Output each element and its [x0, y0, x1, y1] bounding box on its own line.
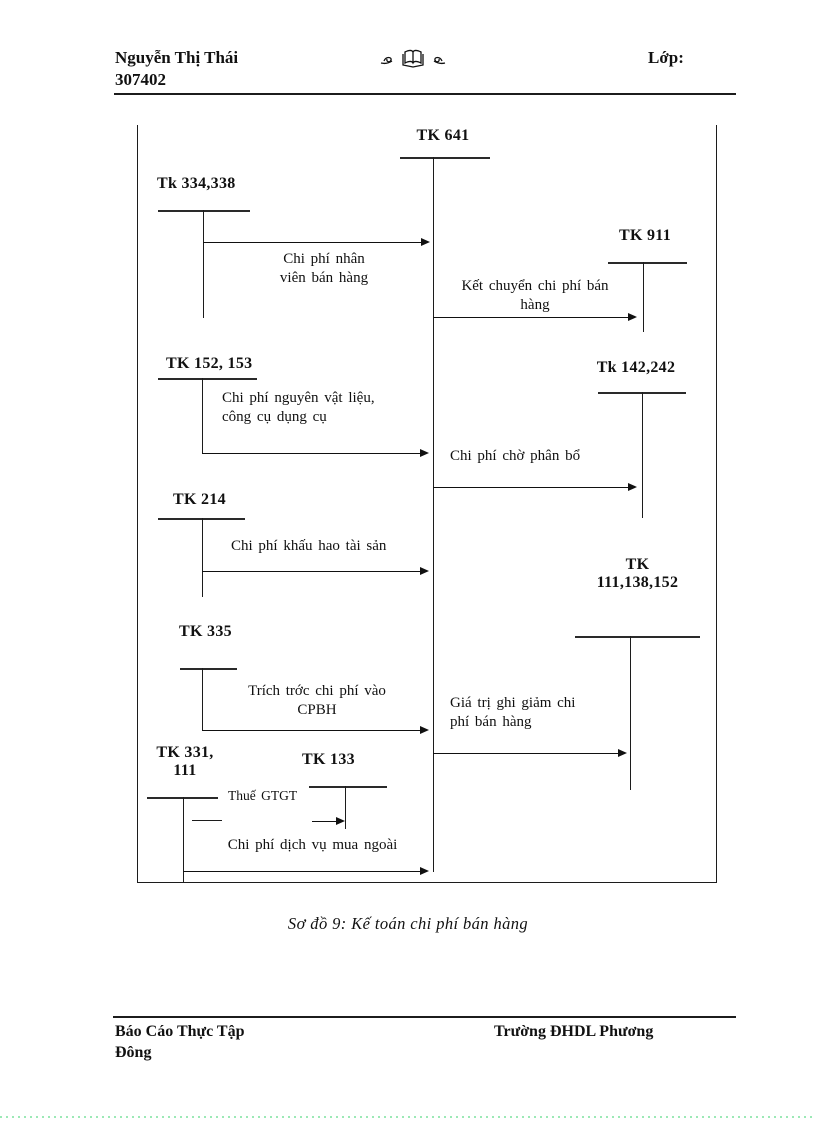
t-line-tk152 — [158, 378, 257, 380]
t-line-tk335 — [180, 668, 237, 670]
flow-label-nguyen-vat-lieu: Chi phí nguyên vật liệu, công cụ dụng cụ — [222, 390, 375, 425]
t-stem-tk641 — [433, 157, 435, 872]
account-label-tk152: TK 152, 153 — [166, 355, 253, 372]
diagram-left-border — [137, 125, 139, 883]
flow-label-thue-gtgt: Thuế GTGT — [228, 788, 298, 803]
account-label-tk335: TK 335 — [179, 623, 232, 640]
t-line-tk331 — [147, 797, 218, 799]
t-stem-tk911 — [643, 262, 645, 332]
page-bottom-dotted-line — [0, 1116, 816, 1118]
footer-left: Báo Cáo Thực Tập Đông — [115, 1023, 245, 1061]
flow-label-cho-phan-bo: Chi phí chờ phân bổ — [450, 448, 581, 464]
flow-arrow-thue-gtgt — [312, 815, 345, 827]
class-label: Lớp: — [648, 48, 684, 67]
account-label-tk911: TK 911 — [618, 227, 672, 244]
author-id: 307402 — [115, 70, 166, 89]
diagram-right-border — [716, 125, 718, 883]
header-author: Nguyễn Thị Thái 307402 — [115, 47, 238, 91]
author-name: Nguyễn Thị Thái — [115, 48, 239, 67]
footer-rule — [113, 1016, 736, 1018]
t-line-tk641 — [400, 157, 490, 159]
flow-arrow-ghi-giam — [433, 747, 627, 759]
t-stem-tk133 — [345, 786, 347, 829]
account-label-tk133: TK 133 — [302, 751, 355, 768]
t-stem-tk152 — [202, 378, 204, 453]
account-label-tk111: TK 111,138,152 — [596, 556, 679, 591]
account-label-tk142: Tk 142,242 — [596, 359, 676, 376]
flow-arrow-trich-truoc — [202, 724, 429, 736]
flow-label-trich-truoc: Trích trớc chi phí vào CPBH — [248, 683, 386, 718]
t-stem-tk334 — [203, 210, 205, 318]
flow-arrow-nhan-vien — [203, 236, 430, 248]
flow-label-dich-vu: Chi phí dịch vụ mua ngoài — [227, 837, 398, 853]
t-stem-tk335 — [202, 668, 204, 731]
account-label-tk331: TK 331, 111 — [156, 744, 214, 779]
diagram-caption: Sơ đồ 9: Kế toán chi phí bán hàng — [287, 914, 529, 933]
flow-arrow-khau-hao — [202, 565, 429, 577]
t-stem-tk214 — [202, 518, 204, 597]
account-label-tk214: TK 214 — [173, 491, 226, 508]
footer-right: Trường ĐHDL Phương — [494, 1023, 654, 1040]
flow-arrow-cho-phan-bo — [433, 481, 637, 493]
flow-arrow-nguyen-vat-lieu — [202, 447, 429, 459]
t-line-tk214 — [158, 518, 245, 520]
flow-arrow-ket-chuyen — [433, 311, 637, 323]
flow-label-khau-hao: Chi phí khấu hao tài sản — [231, 538, 387, 554]
book-ornament-icon — [378, 47, 448, 78]
flow-label-nhan-vien: Chi phí nhân viên bán hàng — [279, 251, 369, 286]
t-line-tk133 — [309, 786, 387, 788]
t-line-tk111 — [575, 636, 700, 638]
t-stem-tk331 — [183, 797, 185, 883]
t-line-tk911 — [608, 262, 687, 264]
flow-label-ghi-giam: Giá trị ghi giảm chi phí bán hàng — [450, 695, 576, 730]
t-stem-tk142 — [642, 392, 644, 518]
header-rule — [114, 93, 736, 95]
thue-gtgt-segment — [192, 820, 222, 822]
t-stem-tk111 — [630, 636, 632, 790]
account-label-tk334: Tk 334,338 — [157, 175, 236, 192]
flow-label-ket-chuyen: Kết chuyển chi phí bán hàng — [461, 278, 609, 313]
flow-arrow-dich-vu — [183, 865, 429, 877]
diagram-bottom-border — [137, 882, 717, 884]
account-label-tk641: TK 641 — [416, 127, 470, 144]
